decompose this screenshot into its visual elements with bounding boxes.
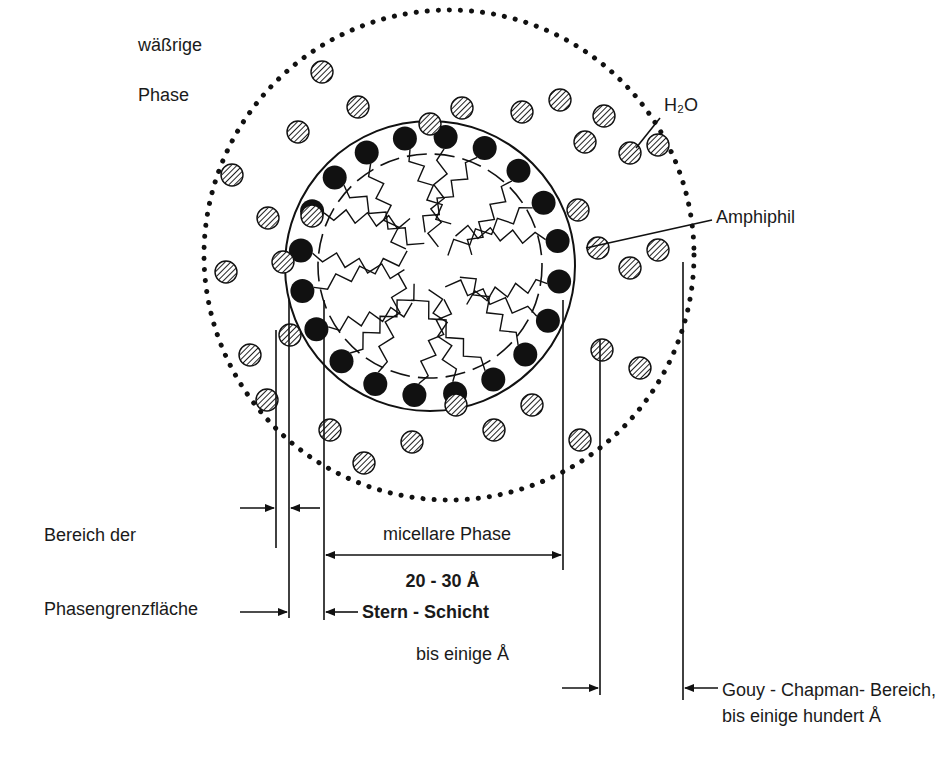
water-molecule [256,389,278,411]
region-label: Bereich der Phasengrenzfläche [44,498,229,646]
head-group [532,191,556,215]
head-group [290,279,314,303]
water-molecule [445,394,467,416]
water-molecule [319,419,341,441]
water-molecule [647,239,669,261]
head-group [402,383,426,407]
water-molecule [619,257,641,279]
chain-stroke [378,273,406,372]
water-molecule [311,61,333,83]
water-molecule [483,419,505,441]
water-molecule [257,207,279,229]
water-molecule [591,339,613,361]
gouy-chapman-boundary [204,10,694,500]
water-molecule [593,105,615,127]
chain-stroke [423,157,477,232]
region-label: Gouy - Chapman- Bereich, bis einige hund… [722,677,937,729]
water-molecule [301,205,323,227]
water-molecule [419,113,441,135]
water-molecule [587,237,609,259]
micelle-boundary [285,121,575,411]
water-molecule [574,131,596,153]
water-molecule [451,97,473,119]
head-group [536,309,560,333]
head-group [546,229,570,253]
head-group [473,136,497,160]
water-molecule [549,89,571,111]
chain-stroke [419,299,452,383]
molecule-label: H₂O [664,94,724,116]
water-molecule [347,96,369,118]
region-label: micellare Phase [362,523,532,545]
chain-stroke [328,303,412,331]
water-molecule [279,324,301,346]
head-group [481,368,505,392]
head-group [393,126,417,150]
water-molecule [511,101,533,123]
water-molecule [287,121,309,143]
chain-stroke [344,185,424,245]
dimension-label: 20 - 30 Å [385,570,500,592]
layer-label: Stern - Schicht [362,601,522,623]
head-group [363,372,387,396]
water-molecule [401,431,423,453]
head-group [547,270,571,294]
water-molecule [272,251,294,273]
molecule-label: Amphiphil [716,206,836,228]
chain-stroke [456,225,546,243]
water-molecule [221,164,243,186]
hydrocarbon-chains [313,149,548,384]
chain-stroke [445,280,537,316]
head-group [355,140,379,164]
head-group [513,343,537,367]
chain-stroke [467,181,512,255]
dimension-lines [240,118,718,700]
chain-stroke [409,149,451,224]
water-molecule [629,357,651,379]
phase-label: wäßrige Phase [138,20,228,120]
water-molecule [647,134,669,156]
chain-stroke [350,284,414,353]
chain-stroke [429,290,457,382]
water-molecules [215,61,669,474]
chain-stroke [369,164,406,249]
water-molecule [239,344,261,366]
water-molecule [567,199,589,221]
water-molecule [569,429,591,451]
water-molecule [215,261,237,283]
chain-stroke [460,277,518,345]
amphiphile-heads [289,125,571,407]
chain-stroke [314,251,407,289]
water-molecule [521,394,543,416]
chain-stroke [313,253,405,279]
head-group [323,166,347,190]
head-group [507,159,531,183]
dimension-label: bis einige Å [416,643,556,665]
head-group [330,349,354,373]
water-molecule [353,452,375,474]
